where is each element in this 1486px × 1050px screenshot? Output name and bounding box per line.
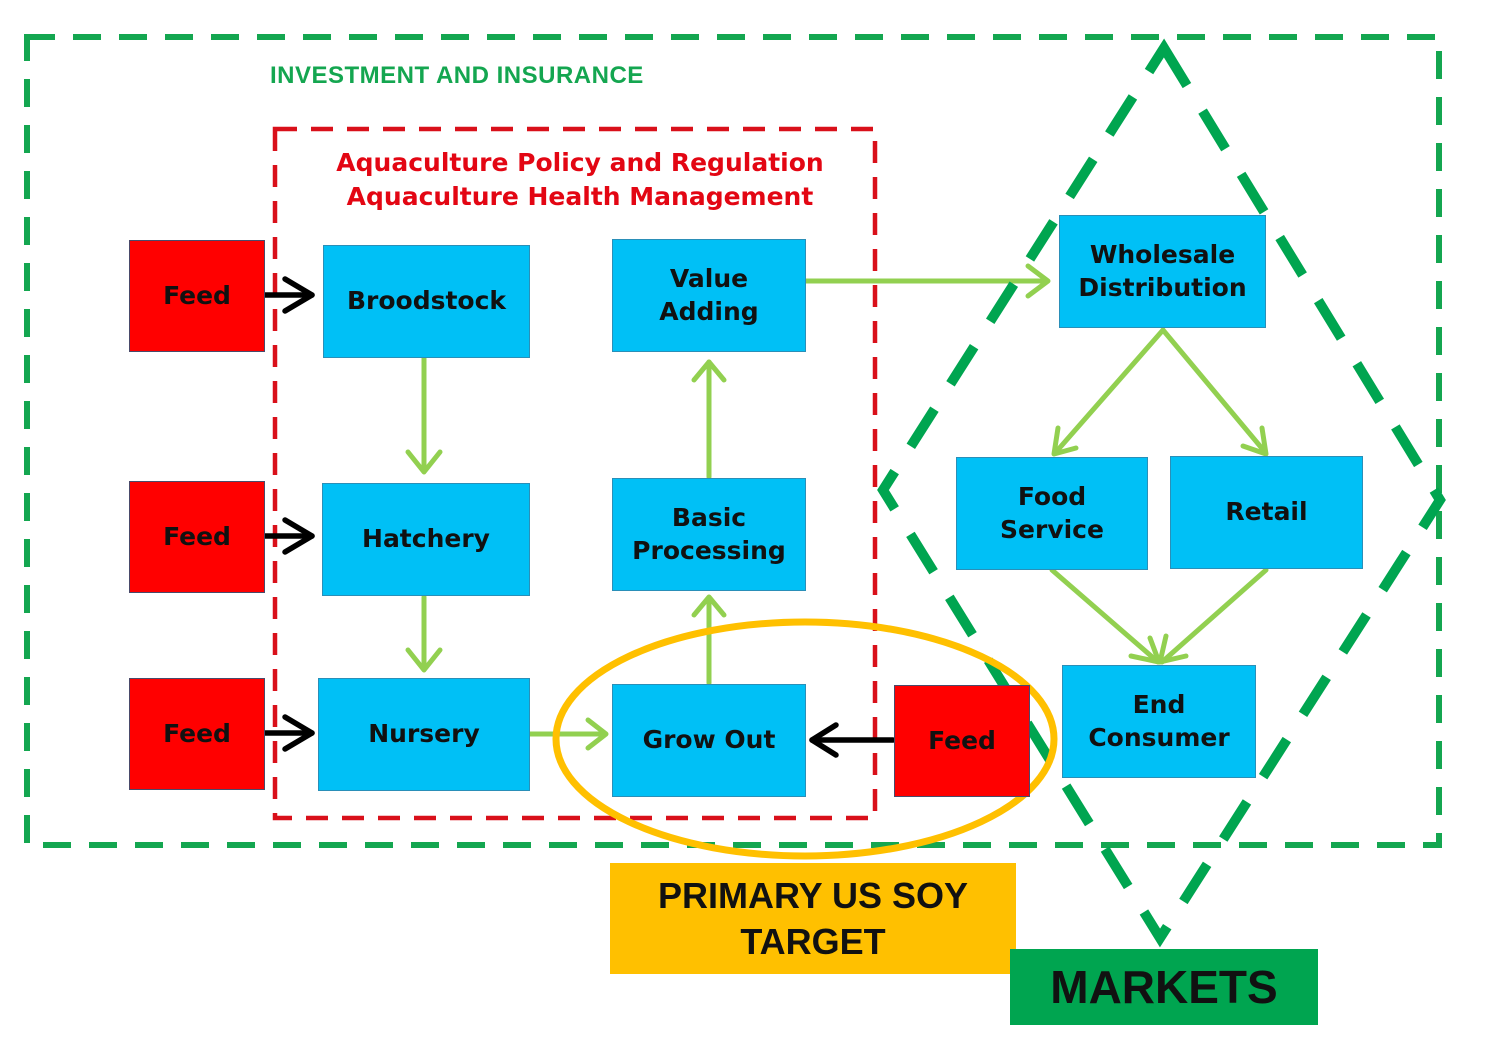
arrow-feed-to-broodstock <box>262 276 315 314</box>
node-label: End <box>1132 690 1186 719</box>
arrow-feed-to-nursery <box>262 714 315 752</box>
node-label: Broodstock <box>346 286 507 316</box>
node-label: Consumer <box>1088 722 1230 752</box>
arrow-broodstock-to-hatchery <box>405 355 443 475</box>
arrow-hatchery-to-nursery <box>405 594 443 673</box>
arrow-retail-to-end-consumer <box>1157 567 1269 665</box>
policy-regulation-boundary <box>272 126 878 821</box>
feed-box-nursery: Feed <box>129 678 265 790</box>
feed-label: Feed <box>163 718 231 748</box>
node-grow-out: Grow Out <box>612 684 806 797</box>
target-text-line1: PRIMARY US SOY <box>657 874 969 916</box>
node-hatchery: Hatchery <box>322 483 530 596</box>
node-food-service: Food Service <box>956 457 1148 570</box>
node-label: Distribution <box>1078 272 1247 302</box>
node-label: Wholesale <box>1089 240 1236 269</box>
node-nursery: Nursery <box>318 678 530 791</box>
primary-us-soy-target-callout: PRIMARY US SOY TARGET <box>610 863 1016 974</box>
feed-label: Feed <box>163 521 231 551</box>
feed-box-hatchery: Feed <box>129 481 265 593</box>
node-label: Retail <box>1225 497 1308 527</box>
node-value-adding: Value Adding <box>612 239 806 352</box>
policy-health-label: Aquaculture Policy and Regulation Aquacu… <box>280 146 880 214</box>
markets-diamond-boundary <box>877 38 1446 948</box>
node-label: Nursery <box>368 719 480 749</box>
feed-label: Feed <box>163 280 231 310</box>
arrow-feed-to-hatchery <box>262 517 315 555</box>
node-label: Adding <box>659 296 759 326</box>
feed-label: Feed <box>928 725 996 755</box>
investment-insurance-boundary <box>24 34 1442 848</box>
node-label: Value <box>669 264 749 293</box>
target-text-line2: TARGET <box>740 920 886 962</box>
node-label: Food <box>1017 482 1087 511</box>
node-label: Grow Out <box>642 725 776 755</box>
feed-box-broodstock: Feed <box>129 240 265 352</box>
arrow-value-adding-to-wholesale <box>803 263 1051 299</box>
markets-callout: MARKETS <box>1010 949 1318 1025</box>
node-wholesale-distribution: Wholesale Distribution <box>1059 215 1266 328</box>
markets-text: MARKETS <box>1050 961 1278 1013</box>
arrow-basic-processing-to-value-adding <box>691 359 727 480</box>
arrow-grow-out-to-basic-processing <box>691 594 727 686</box>
arrow-feed-to-grow-out <box>809 722 896 758</box>
feed-box-grow-out: Feed <box>894 685 1030 797</box>
node-label: Processing <box>632 535 786 565</box>
primary-target-ellipse <box>552 618 1058 860</box>
arrow-wholesale-to-retail <box>1160 327 1269 457</box>
node-end-consumer: End Consumer <box>1062 665 1256 778</box>
node-retail: Retail <box>1170 456 1363 569</box>
arrow-food-service-to-end-consumer <box>1049 567 1162 665</box>
arrow-nursery-to-grow-out <box>527 717 609 751</box>
arrow-wholesale-to-food-service <box>1051 327 1166 457</box>
node-label: Service <box>1000 514 1104 544</box>
investment-insurance-label: INVESTMENT AND INSURANCE <box>270 62 644 89</box>
policy-regulation-text: Aquaculture Policy and Regulation <box>336 148 824 177</box>
health-management-text: Aquaculture Health Management <box>346 182 814 211</box>
node-broodstock: Broodstock <box>323 245 530 358</box>
node-label: Basic <box>671 503 747 532</box>
node-label: Hatchery <box>362 524 490 554</box>
node-basic-processing: Basic Processing <box>612 478 806 591</box>
